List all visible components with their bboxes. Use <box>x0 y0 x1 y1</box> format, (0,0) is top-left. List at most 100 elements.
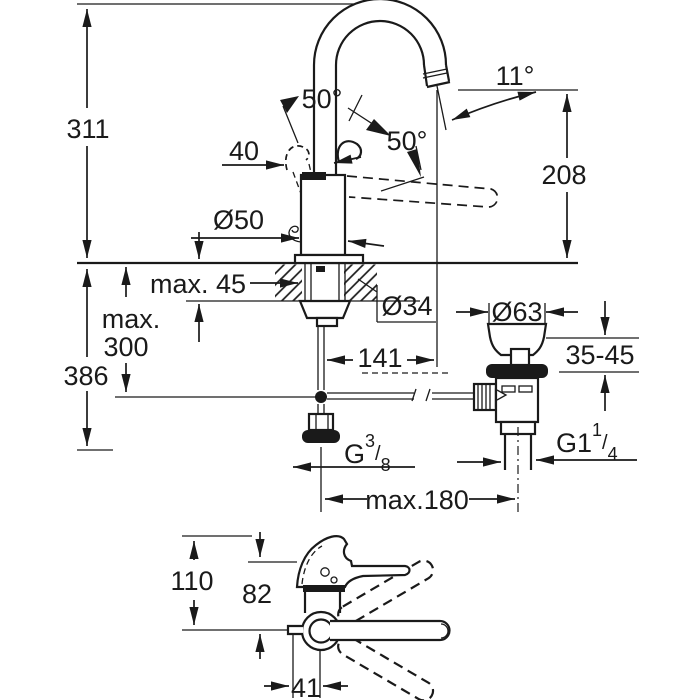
spout-height-label: 208 <box>541 160 586 190</box>
under-counter-height-label: 386 <box>63 361 108 391</box>
pop-up-waste <box>486 322 548 513</box>
drain-rod <box>327 372 506 412</box>
overall-depth-label: 110 <box>170 566 213 596</box>
supply-connector <box>307 412 335 432</box>
waste-body <box>494 376 540 424</box>
supply-connector-facets <box>315 414 329 430</box>
dim-body-depth: 82 <box>242 532 272 659</box>
supply-connector-collar <box>302 430 340 443</box>
faucet-outline <box>288 0 451 443</box>
spout-arc-outer <box>312 0 448 66</box>
rod-right <box>432 392 474 400</box>
waste-flange <box>486 322 548 357</box>
hood-dot-large <box>320 567 330 577</box>
supply-hose-lower <box>317 404 325 414</box>
lever-width-label: 40 <box>229 136 259 166</box>
lever-base-band <box>302 172 326 180</box>
dim-supply-thread: G3/8 <box>293 431 415 475</box>
knob-knurling <box>477 384 491 410</box>
dim-handle-offset: 41 <box>264 673 348 700</box>
aerator-band <box>422 68 448 79</box>
lever-dashed-outline <box>346 175 499 208</box>
deck-thickness-label: 35-45 <box>565 340 634 370</box>
top-view-extension-lines <box>292 631 321 698</box>
handle-dashed-up <box>337 559 435 626</box>
dim-outlet-angle: 11° <box>436 61 578 367</box>
overall-height-label: 311 <box>66 114 109 144</box>
supply-hose <box>317 326 325 390</box>
dim-max-drain-offset: max.180 <box>320 447 515 515</box>
waste-stem <box>509 347 531 367</box>
outlet-angle-label: 11° <box>496 61 535 91</box>
dim-flange-diameter: Ø63 <box>456 297 578 327</box>
rod-left <box>327 392 414 400</box>
lever-raised-dashed-curl <box>284 145 310 171</box>
waste-slot-right <box>518 385 533 393</box>
dim-lever-angle-right: 50° <box>380 126 428 192</box>
rod-break-marks <box>411 388 431 402</box>
rod-adjuster-knob <box>472 382 498 412</box>
nut-collar <box>315 316 339 328</box>
spout-outlet <box>422 64 451 89</box>
top-view: 110 82 41 <box>170 532 451 700</box>
hood-band <box>303 585 345 592</box>
outlet-angle-leg <box>436 85 447 131</box>
dim-overall-height: 311 <box>66 9 110 258</box>
dim-hole-diameter: Ø34 <box>357 278 436 323</box>
handle-solid <box>330 619 451 642</box>
waste-pointer <box>496 389 508 401</box>
hood-outline <box>295 535 411 589</box>
faucet-top-outline <box>286 535 451 652</box>
top-view-reference-lines <box>182 535 297 631</box>
body-sides <box>303 592 342 613</box>
lever-angle-left-label: 50° <box>302 84 343 114</box>
hole-diameter-label: Ø34 <box>381 291 432 321</box>
waste-tailpipe <box>503 434 533 470</box>
dim-lever-width: 40 <box>222 136 362 170</box>
dim-max-depth: max. 300 <box>102 267 161 392</box>
pivot-inner-ring <box>308 618 334 644</box>
hood-inner-dashed <box>301 545 323 585</box>
handle-offset-label: 41 <box>291 673 321 700</box>
side-view: 311 386 max. 300 max. 45 40 Ø50 <box>63 0 639 515</box>
spout-arc-inner <box>334 19 426 66</box>
body-depth-label: 82 <box>242 579 272 609</box>
lever-angle-right-label: 50° <box>387 126 428 156</box>
shank-detail <box>316 266 325 272</box>
waste-slot-left <box>501 385 516 393</box>
dim-waste-thread: G11/4 <box>457 420 637 467</box>
threaded-shank <box>304 263 346 301</box>
dim-spout-reach: 141 <box>327 343 434 373</box>
base-diameter-label: Ø50 <box>213 205 264 235</box>
dim-overall-depth: 110 <box>170 541 214 625</box>
dim-deck-thickness: 35-45 <box>546 301 639 411</box>
counter-section <box>77 3 578 451</box>
flange-diameter-label: Ø63 <box>491 297 542 327</box>
dim-counter-thickness: max. 45 <box>150 232 298 342</box>
max-depth-value: 300 <box>103 332 148 362</box>
mounting-nut <box>298 299 352 320</box>
counter-thickness-label: max. 45 <box>150 269 246 299</box>
dim-lever-angle-left: 50° <box>280 84 391 144</box>
side-tab <box>286 624 303 636</box>
counter-hatch-right <box>344 264 377 301</box>
max-depth-word: max. <box>102 304 161 334</box>
dim-base-diameter: Ø50 <box>191 205 385 249</box>
spout-riser <box>312 65 338 175</box>
faucet-body <box>299 173 347 257</box>
handle-end-detail <box>440 623 449 639</box>
hood-dot-small <box>330 576 338 584</box>
spout-reach-label: 141 <box>357 343 402 373</box>
handle-dashed-down <box>337 635 435 700</box>
pop-up-rod-hook <box>288 225 302 243</box>
waste-thread-label: G11/4 <box>556 420 618 464</box>
supply-thread-label: G3/8 <box>344 431 391 475</box>
dim-under-counter-height: 386 <box>63 269 109 446</box>
max-drain-offset-label: max.180 <box>365 485 469 515</box>
rod-junction <box>315 391 327 403</box>
lever-solid-curl <box>336 140 363 163</box>
dim-spout-height: 208 <box>541 94 587 258</box>
base-plate <box>293 253 365 265</box>
